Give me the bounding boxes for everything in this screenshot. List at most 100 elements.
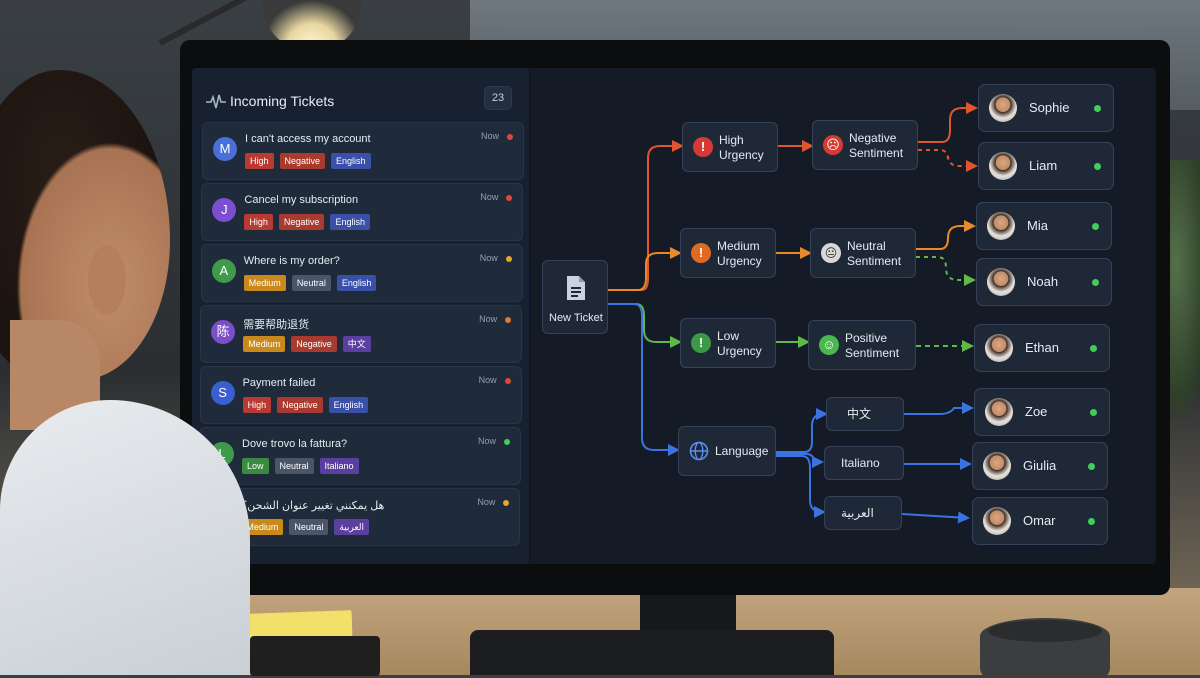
neutral-sentiment-line1: Neutral [847,239,886,253]
agent-card-giulia[interactable]: Giulia [972,442,1108,490]
agent-card-zoe[interactable]: Zoe [974,388,1110,436]
neutral-sentiment-node[interactable]: 😐 Neutral Sentiment [810,228,916,278]
ticket-time: Now [480,192,499,202]
negative-sentiment-line1: Negative [849,131,897,145]
language-option-chinese[interactable]: 中文 [826,397,904,431]
positive-sentiment-node[interactable]: ☺ Positive Sentiment [808,320,916,370]
customer-avatar: S [210,381,235,405]
language-node[interactable]: Language [678,426,776,476]
low-urgency-line2: Urgency [717,344,762,358]
agent-name: Sophie [1029,100,1070,115]
language-option-arabic[interactable]: العربية [824,496,902,530]
language-option-italian[interactable]: Italiano [824,446,904,480]
ticket-subject: Cancel my subscription [244,194,359,206]
online-status-dot [1088,463,1095,470]
online-status-dot [1092,223,1099,230]
language-option-label: 中文 [847,407,872,421]
ticket-time: Now [479,314,498,324]
edge-language-ar [776,455,826,518]
online-status-dot [1094,163,1101,170]
agent-name: Ethan [1025,340,1059,355]
tag-medium: Medium [243,275,286,291]
new-ticket-node[interactable]: New Ticket [542,260,608,334]
high-urgency-line2: Urgency [719,148,764,162]
tag-negative: Negative [279,153,326,169]
medium-urgency-node[interactable]: ! Medium Urgency [680,228,776,278]
tag-lang2: 中文 [342,336,371,352]
ticket-time: Now [477,497,496,507]
agent-card-ethan[interactable]: Ethan [974,324,1110,372]
negative-sentiment-node[interactable]: ☹ Negative Sentiment [812,120,918,170]
globe-icon [689,441,709,461]
person-ear [88,245,126,315]
edge-negative-sophie [918,102,978,143]
tag-negative: Negative [278,214,325,230]
agent-card-mia[interactable]: Mia [976,202,1112,250]
ticket-time: Now [478,375,497,385]
low-urgency-node[interactable]: ! Low Urgency [680,318,776,368]
ticket-subject: Payment failed [242,377,316,389]
coffee-mug-rim [988,620,1102,642]
alert-icon: ! [691,243,711,263]
ticket-time: Now [477,436,496,446]
priority-dot [505,317,512,323]
medium-urgency-line1: Medium [717,239,760,253]
tag-lang: English [336,275,377,291]
edge-ar-omar [901,511,970,524]
pulse-icon [206,94,226,109]
agent-name: Omar [1023,513,1056,528]
positive-sentiment-line2: Sentiment [845,346,900,360]
alert-icon: ! [693,137,713,157]
tag-low: Low [242,458,269,474]
panel-header: Incoming Tickets 23 [206,86,516,114]
edge-neutral-mia [916,220,976,250]
flow-connectors [608,102,978,524]
agent-card-omar[interactable]: Omar [972,497,1108,545]
priority-dot [503,500,510,506]
edge-negative-liam [918,149,978,172]
tag-lang2: العربية [334,519,370,535]
tag-neutral: Neutral [274,458,314,474]
agent-card-sophie[interactable]: Sophie [978,84,1114,132]
edge-neutral-noah [916,256,976,286]
tag-negative: Negative [277,397,323,413]
customer-avatar: J [212,198,237,222]
agent-name: Liam [1029,158,1058,173]
edge-language-zh [776,408,828,453]
ticket-subject: Dove trovo la fattura? [242,438,348,450]
edge-ticket-low [608,303,682,348]
priority-dot [507,134,513,140]
agent-card-noah[interactable]: Noah [976,258,1112,306]
neutral-face-icon: 😐 [821,243,841,263]
agent-photo [987,212,1015,240]
agent-photo [989,94,1017,122]
customer-avatar: 陈 [211,320,236,344]
high-urgency-node[interactable]: ! High Urgency [682,122,778,172]
agent-card-liam[interactable]: Liam [978,142,1114,190]
agent-photo [983,507,1011,535]
high-urgency-line1: High [719,133,744,147]
customer-avatar: M [213,137,237,161]
angry-face-icon: ☹ [823,135,843,155]
person-shirt [0,400,250,675]
agent-photo [985,334,1013,362]
tag-lang2: Italiano [319,458,359,474]
ticket-subject: هل يمكنني تغيير عنوان الشحن؟ [241,500,385,512]
customer-avatar: A [211,259,236,283]
priority-dot [504,378,511,384]
priority-dot [506,195,513,201]
tag-high: High [242,397,272,413]
